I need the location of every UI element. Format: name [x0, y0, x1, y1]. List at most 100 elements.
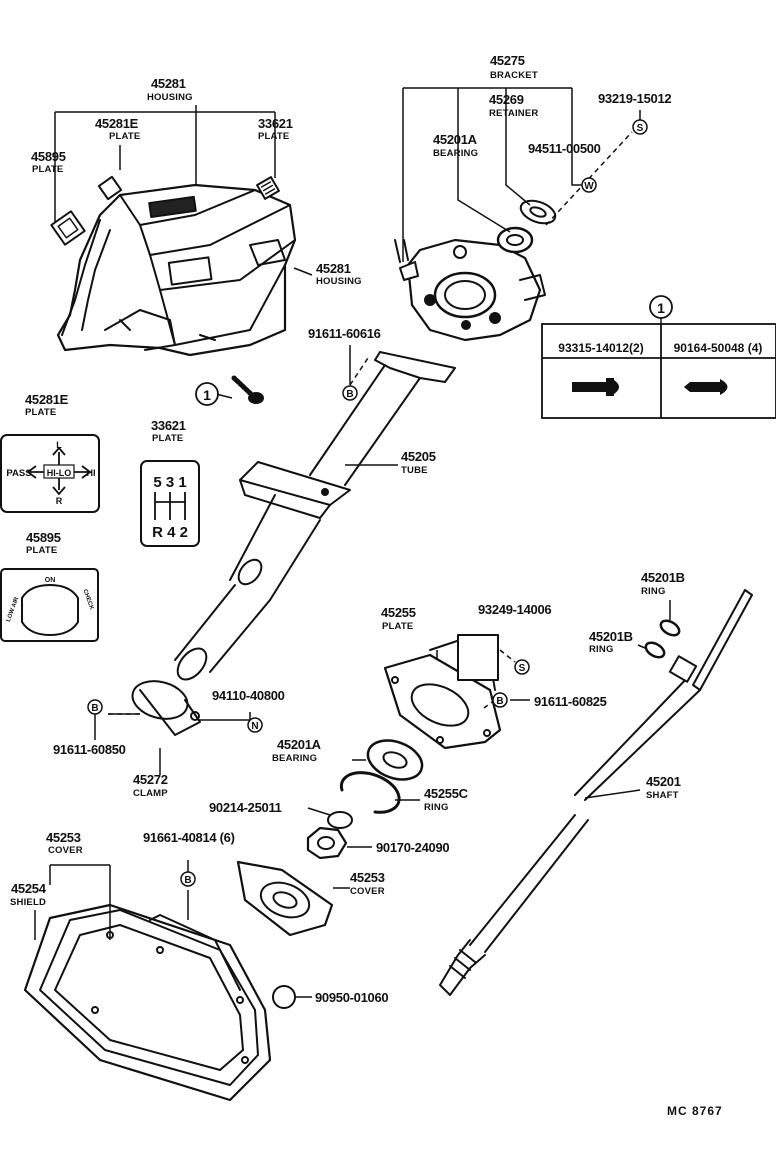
- label-shaft-number: 45201: [646, 774, 681, 789]
- label-tube-number: 45205: [401, 449, 436, 464]
- callout-housing-screw: 1: [195, 382, 219, 406]
- label-plate-33621-name: PLATE: [258, 131, 290, 142]
- label-plate-45895-detail-number: 45895: [26, 530, 61, 545]
- retainer: [519, 199, 557, 225]
- symbol-bolt-91611-60616: B: [342, 385, 358, 401]
- fastener-col-2: 90164-50048 (4): [674, 341, 763, 355]
- label-plate-33621-detail-number: 33621: [151, 418, 186, 433]
- label-housing-top-name: HOUSING: [147, 92, 193, 103]
- label-plate-33621-number: 33621: [258, 116, 293, 131]
- label-plate-33621-detail-name: PLATE: [152, 433, 184, 444]
- label-bracket-name: BRACKET: [490, 70, 538, 81]
- svg-text:B: B: [346, 389, 353, 400]
- label-bolt-91611-60850: 91611-60850: [53, 742, 126, 757]
- svg-text:N: N: [251, 721, 258, 732]
- plate-45895-small: [50, 210, 86, 246]
- bracket-drawing: [394, 238, 546, 342]
- label-bolt-91661: 91661-40814 (6): [143, 830, 235, 845]
- shaft-drawing: [439, 589, 753, 996]
- label-ring-lower-name: RING: [589, 644, 614, 655]
- svg-text:R: R: [56, 496, 63, 506]
- label-cover-top-number: 45253: [46, 830, 81, 845]
- symbol-bolt-91611-60850: B: [87, 699, 103, 715]
- label-cover-right-number: 45253: [350, 870, 385, 885]
- label-nut-90170: 90170-24090: [376, 840, 450, 855]
- washer-90214: [327, 811, 353, 829]
- label-ring-upper-name: RING: [641, 586, 666, 597]
- plate-45255-drawing: [383, 634, 502, 750]
- symbol-bolt-91611-60825: B: [492, 692, 508, 708]
- fastener-table: 1 93315-14012(2) 90164-50048 (4): [541, 295, 776, 419]
- shift-plate-33621: 5 3 1 R 4 2: [140, 460, 200, 547]
- nut-90170: [306, 826, 348, 860]
- svg-text:HI: HI: [87, 468, 96, 478]
- label-ring-upper-number: 45201B: [641, 570, 685, 585]
- label-bearing-top-number: 45201A: [433, 132, 477, 147]
- shift-plate-45281e: L R PASS HI-LO HI: [0, 434, 100, 513]
- fastener-col-1: 93315-14012(2): [558, 341, 643, 355]
- label-ring-45255c-name: RING: [424, 802, 449, 813]
- symbol-screw-93249: S: [514, 659, 530, 675]
- plate-45281e-small: [97, 175, 123, 201]
- label-bearing-bottom-number: 45201A: [277, 737, 321, 752]
- label-cover-right-name: COVER: [350, 886, 385, 897]
- label-screw-93219: 93219-15012: [598, 91, 672, 106]
- screw-90164-icon: [684, 379, 728, 395]
- label-plug-90950: 90950-01060: [315, 990, 389, 1005]
- label-plate-45895-name: PLATE: [32, 164, 64, 175]
- symbol-bolt-91661: B: [180, 871, 196, 887]
- label-plate-45281e-detail-number: 45281E: [25, 392, 69, 407]
- svg-text:W: W: [584, 181, 594, 192]
- svg-text:B: B: [91, 703, 98, 714]
- label-housing-right-name: HOUSING: [316, 276, 362, 287]
- svg-text:L: L: [56, 440, 62, 450]
- label-retainer-number: 45269: [489, 92, 524, 107]
- label-plate-45255-name: PLATE: [382, 621, 414, 632]
- label-shield-number: 45254: [11, 881, 46, 896]
- svg-text:HI-LO: HI-LO: [47, 468, 72, 478]
- label-nut-94110: 94110-40800: [212, 688, 285, 703]
- bearing-top: [496, 226, 534, 254]
- svg-text:B: B: [496, 696, 503, 707]
- label-bearing-top-name: BEARING: [433, 148, 479, 159]
- symbol-washer-94511: W: [581, 177, 597, 193]
- label-bearing-bottom-name: BEARING: [272, 753, 318, 764]
- bolt-93315-icon: [572, 378, 619, 396]
- label-shield-name: SHIELD: [10, 897, 47, 908]
- svg-text:R 4 2: R 4 2: [152, 524, 188, 541]
- label-bracket-number: 45275: [490, 53, 525, 68]
- svg-text:ON: ON: [45, 577, 56, 584]
- label-screw-93249: 93249-14006: [478, 602, 552, 617]
- svg-text:5 3 1: 5 3 1: [153, 474, 186, 491]
- svg-text:1: 1: [203, 387, 211, 403]
- label-ring-lower-number: 45201B: [589, 629, 633, 644]
- plate-33621-small: [256, 176, 280, 200]
- label-tube-name: TUBE: [401, 465, 428, 476]
- label-housing-right-number: 45281: [316, 261, 351, 276]
- label-washer-90214: 90214-25011: [209, 800, 282, 815]
- label-ring-45255c-number: 45255C: [424, 786, 468, 801]
- clamp-drawing: [131, 680, 201, 736]
- svg-text:S: S: [637, 123, 644, 134]
- housing-drawing: [56, 183, 297, 357]
- symbol-nut-94110: N: [247, 717, 263, 733]
- label-clamp-name: CLAMP: [133, 788, 168, 799]
- ring-45255c: [339, 771, 401, 814]
- housing-screw: [231, 375, 264, 404]
- label-bolt-91611-60825: 91611-60825: [534, 694, 607, 709]
- cover-right-drawing: [236, 860, 334, 937]
- bearing-bottom: [366, 739, 424, 781]
- ring-lower: [644, 641, 666, 659]
- label-shaft-name: SHAFT: [646, 790, 679, 801]
- label-clamp-number: 45272: [133, 772, 168, 787]
- label-plate-45255-number: 45255: [381, 605, 416, 620]
- figure-code: MC 8767: [667, 1104, 723, 1118]
- svg-text:B: B: [184, 875, 191, 886]
- plug-90950: [272, 985, 296, 1009]
- label-plate-45281e-number: 45281E: [95, 116, 139, 131]
- label-plate-45895-detail-name: PLATE: [26, 545, 58, 556]
- label-housing-top-number: 45281: [151, 76, 186, 91]
- ring-upper: [659, 619, 681, 637]
- label-plate-45281e-detail-name: PLATE: [25, 407, 57, 418]
- cover-bottom-drawing: [23, 903, 272, 1102]
